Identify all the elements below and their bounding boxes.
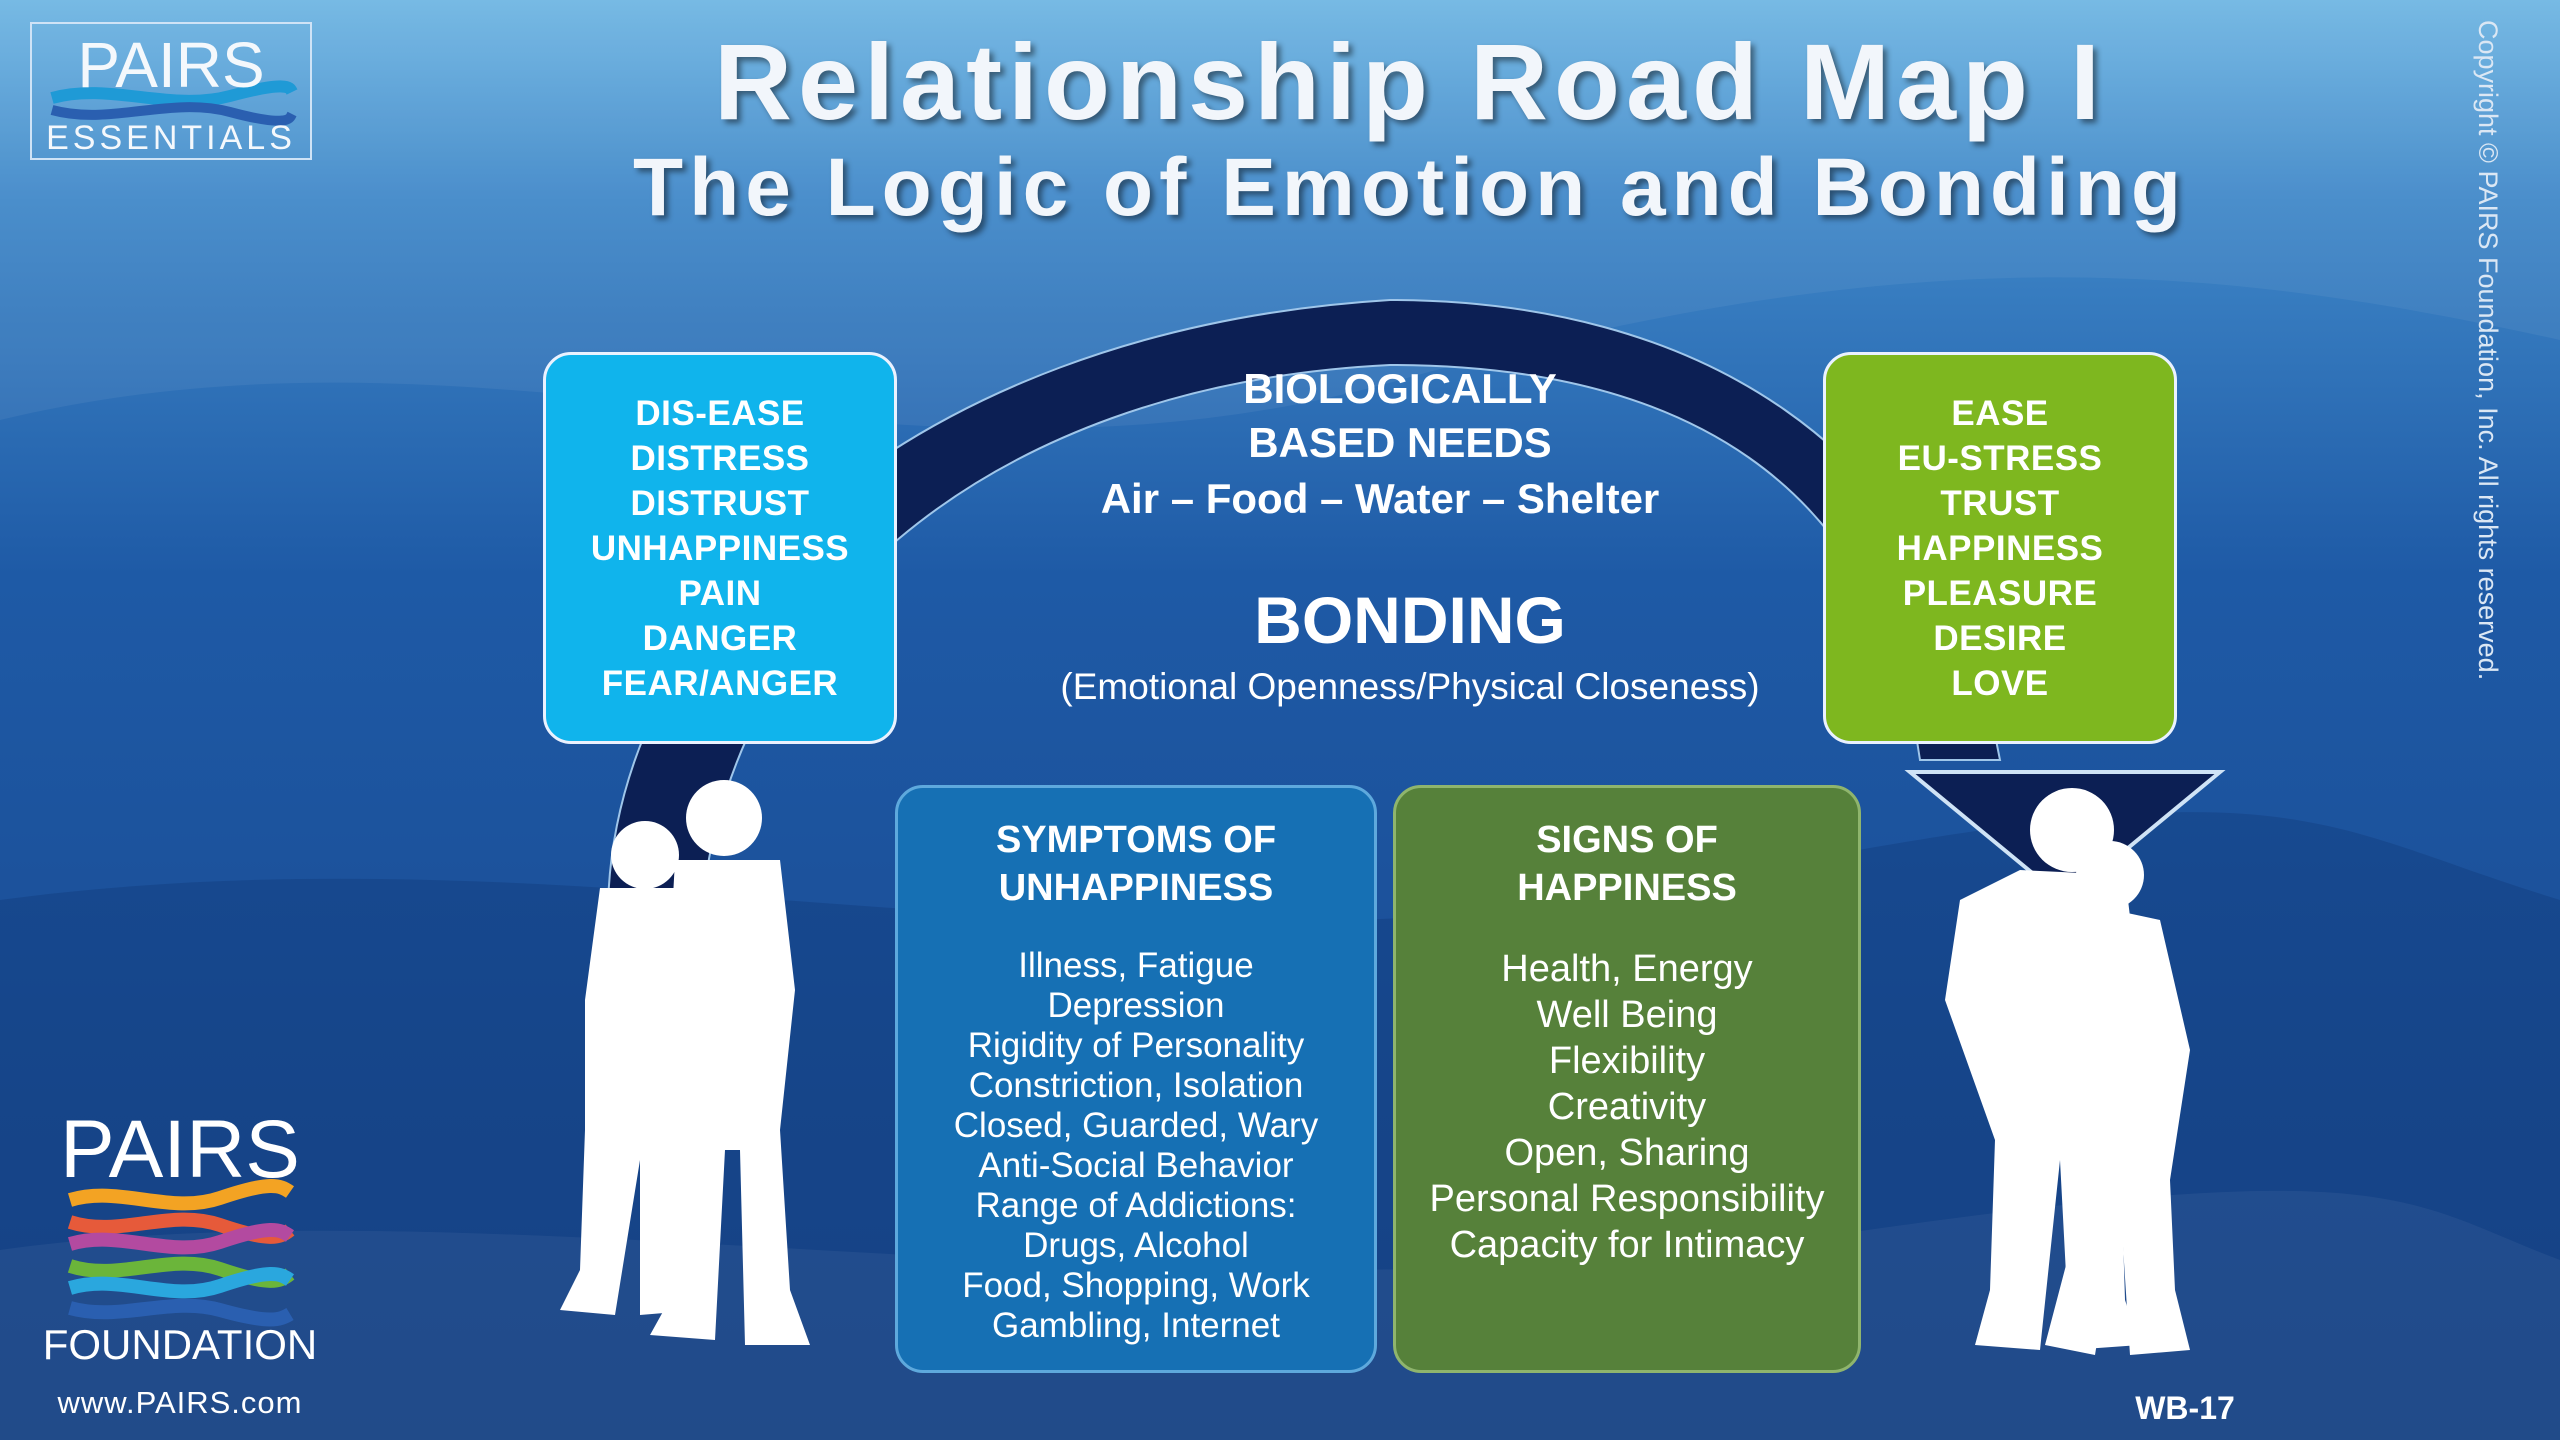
background-wave bbox=[0, 0, 2560, 429]
pairs-essentials-logo-ribbons bbox=[50, 80, 298, 126]
symptoms-heading: SYMPTOMS OF UNHAPPINESS bbox=[996, 816, 1276, 912]
symptom-item: Drugs, Alcohol bbox=[1023, 1226, 1249, 1265]
distress-item: DANGER bbox=[642, 618, 798, 658]
symptom-item: Rigidity of Personality bbox=[967, 1026, 1305, 1065]
ease-item: HAPPINESS bbox=[1896, 528, 2104, 568]
distress-box: DIS-EASE DISTRESS DISTRUST UNHAPPINESS P… bbox=[543, 352, 897, 744]
symptom-item: Range of Addictions: bbox=[975, 1186, 1297, 1225]
slide-subtitle: The Logic of Emotion and Bonding bbox=[633, 142, 2187, 233]
needs-title-line: BASED NEEDS bbox=[1248, 419, 1552, 466]
signs-list: Health, Energy Well Being Flexibility Cr… bbox=[1430, 946, 1825, 1268]
symptom-item: Illness, Fatigue bbox=[1018, 946, 1254, 985]
pairs-essentials-logo: PAIRS ESSENTIALS bbox=[30, 22, 312, 160]
distress-item: UNHAPPINESS bbox=[590, 528, 850, 568]
ease-item: LOVE bbox=[1951, 663, 2049, 703]
ease-item: EU-STRESS bbox=[1897, 438, 2103, 478]
distress-item: PAIN bbox=[678, 573, 762, 613]
distress-item: DISTRESS bbox=[630, 438, 810, 478]
sign-item: Well Being bbox=[1536, 994, 1718, 1036]
ease-item: PLEASURE bbox=[1902, 573, 2098, 613]
signs-heading-line: HAPPINESS bbox=[1517, 867, 1737, 909]
logo-essentials-text: ESSENTIALS bbox=[46, 119, 296, 157]
sign-item: Open, Sharing bbox=[1504, 1132, 1750, 1174]
symptom-item: Anti-Social Behavior bbox=[978, 1146, 1294, 1185]
distress-item: FEAR/ANGER bbox=[601, 663, 839, 703]
symptom-item: Food, Shopping, Work bbox=[962, 1266, 1310, 1305]
needs-list: Air – Food – Water – Shelter bbox=[1100, 475, 1660, 522]
arch-arrow bbox=[606, 298, 2002, 931]
ease-item: TRUST bbox=[1940, 483, 2060, 523]
ease-box: EASE EU-STRESS TRUST HAPPINESS PLEASURE … bbox=[1823, 352, 2177, 744]
signs-heading-line: SIGNS OF bbox=[1536, 819, 1718, 861]
symptoms-heading-line: SYMPTOMS OF bbox=[995, 819, 1277, 861]
slide-code: WB-17 bbox=[2135, 1390, 2235, 1426]
copyright-notice: Copyright © PAIRS Foundation, Inc. All r… bbox=[2473, 20, 2503, 681]
sign-item: Personal Responsibility bbox=[1429, 1178, 1825, 1220]
foundation-logo-text: FOUNDATION bbox=[42, 1321, 318, 1368]
symptom-item: Constriction, Isolation bbox=[968, 1066, 1304, 1105]
couple-together-silhouette-icon bbox=[1945, 788, 2190, 1355]
symptom-item: Depression bbox=[1047, 986, 1225, 1025]
sign-item: Capacity for Intimacy bbox=[1449, 1224, 1805, 1266]
couple-apart-silhouette-icon bbox=[560, 780, 810, 1345]
pairs-foundation-logo-ribbons bbox=[67, 1179, 295, 1327]
sign-item: Health, Energy bbox=[1501, 948, 1753, 990]
symptom-item: Closed, Guarded, Wary bbox=[953, 1106, 1319, 1145]
distress-item: DIS-EASE bbox=[635, 393, 805, 433]
signs-heading: SIGNS OF HAPPINESS bbox=[1517, 816, 1737, 912]
distress-item: DISTRUST bbox=[630, 483, 810, 523]
sign-item: Creativity bbox=[1547, 1086, 1707, 1128]
sign-item: Flexibility bbox=[1548, 1040, 1706, 1082]
symptoms-heading-line: UNHAPPINESS bbox=[998, 867, 1274, 909]
logo-pairs-text: PAIRS bbox=[77, 29, 265, 101]
symptoms-list: Illness, Fatigue Depression Rigidity of … bbox=[954, 946, 1318, 1346]
website-link[interactable]: www.PAIRS.com bbox=[57, 1385, 303, 1420]
signs-box: SIGNS OF HAPPINESS Health, Energy Well B… bbox=[1393, 785, 1861, 1373]
pairs-foundation-logo-text: PAIRS bbox=[60, 1104, 300, 1195]
needs-title-line: BIOLOGICALLY bbox=[1243, 365, 1557, 412]
biological-needs-heading: BIOLOGICALLY BASED NEEDS bbox=[1050, 362, 1750, 470]
bonding-heading: BONDING bbox=[1254, 583, 1566, 657]
symptoms-box: SYMPTOMS OF UNHAPPINESS Illness, Fatigue… bbox=[895, 785, 1377, 1373]
bonding-subtitle: (Emotional Openness/Physical Closeness) bbox=[1060, 666, 1760, 707]
slide-title: Relationship Road Map I bbox=[713, 21, 2107, 142]
ease-item: DESIRE bbox=[1933, 618, 2067, 658]
symptom-item: Gambling, Internet bbox=[992, 1306, 1280, 1345]
ease-item: EASE bbox=[1951, 393, 2049, 433]
